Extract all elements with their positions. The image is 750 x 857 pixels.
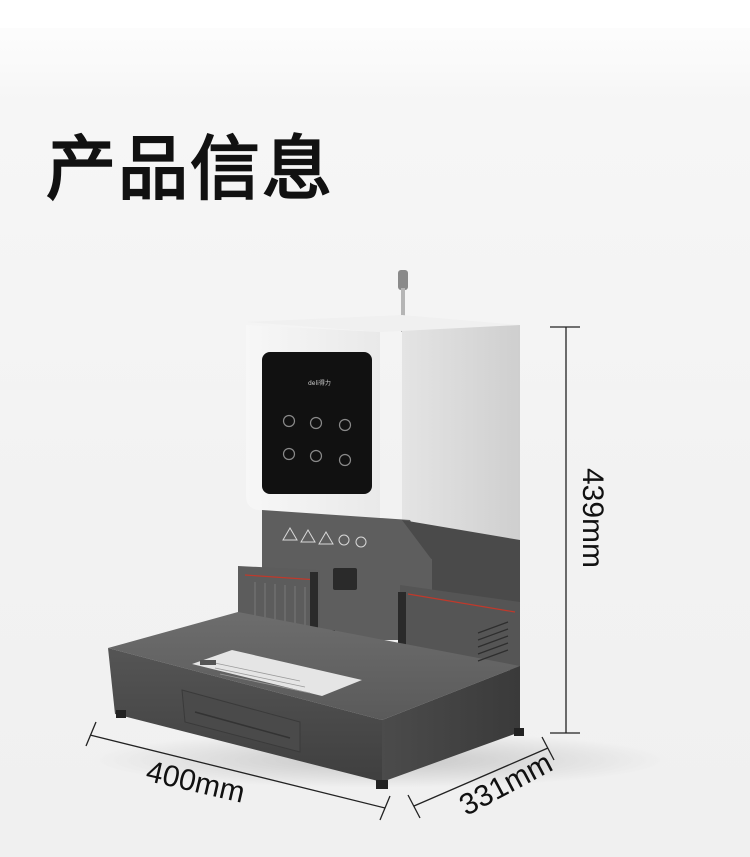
no-touch-icon <box>338 534 350 546</box>
base-right-side <box>382 666 520 782</box>
side-vents <box>477 621 509 662</box>
paper-drawer[interactable] <box>181 689 301 753</box>
timer-icon[interactable] <box>338 453 352 467</box>
page-title: 产品信息 <box>46 128 334 210</box>
control-panel: deli得力 <box>262 352 372 494</box>
height-dimension-line <box>550 326 580 734</box>
warning-labels <box>282 527 367 548</box>
foot-left <box>116 710 126 718</box>
red-guide-line-left <box>244 574 319 581</box>
drill-handle <box>398 270 408 332</box>
height-label: 439mm <box>576 467 609 569</box>
gear-icon[interactable] <box>309 416 323 430</box>
crush-hazard-icon <box>300 529 316 543</box>
red-guide-line-right <box>407 593 516 613</box>
base-top <box>108 612 520 720</box>
depth-dimension-line <box>407 736 555 819</box>
no-entry-icon <box>355 536 367 548</box>
brand-logo: deli得力 <box>308 379 331 387</box>
settings-dial-icon[interactable] <box>309 449 323 463</box>
caution-icon <box>318 531 334 545</box>
hot-surface-icon <box>282 527 298 541</box>
ruler-ticks <box>254 582 306 628</box>
info-sticker <box>192 650 362 696</box>
power-icon[interactable] <box>282 414 296 428</box>
foot-front <box>376 780 388 789</box>
tower-top <box>246 315 520 332</box>
foot-right <box>514 728 524 736</box>
temperature-icon[interactable] <box>338 418 352 432</box>
top-band <box>0 0 750 28</box>
width-dimension-line <box>85 721 391 821</box>
thermometer-icon[interactable] <box>282 447 296 461</box>
